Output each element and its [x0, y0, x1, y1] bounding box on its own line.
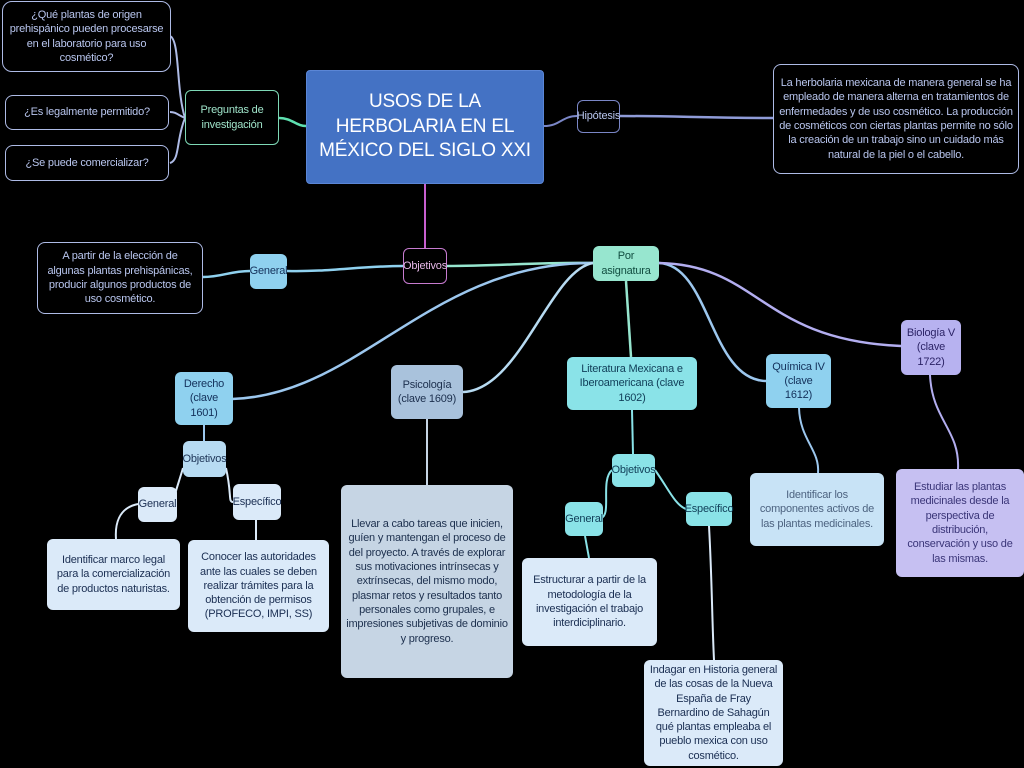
literatura-general-node[interactable]: General: [565, 502, 603, 536]
link-preguntas-q3: [169, 117, 186, 164]
objetivos-node[interactable]: Objetivos: [403, 248, 447, 284]
general-node[interactable]: General: [250, 254, 288, 289]
derecho-general-node[interactable]: General: [138, 487, 177, 522]
literatura-node[interactable]: Literatura Mexicana e Iberoamericana (cl…: [567, 357, 697, 410]
quimica-text[interactable]: Identificar los componentes activos de l…: [750, 473, 884, 546]
link-biologia-text: [929, 374, 960, 470]
hipotesis-text[interactable]: La herbolaria mexicana de manera general…: [773, 64, 1019, 174]
derecho-node[interactable]: Derecho (clave 1601): [175, 372, 233, 425]
derecho-general-text[interactable]: Identificar marco legal para la comercia…: [47, 539, 180, 610]
link-general-text-der: [114, 503, 139, 540]
link-litgeneral-text: [584, 535, 590, 559]
link-lit-objetivos: [631, 409, 634, 455]
link-litespecifico-text: [708, 525, 715, 661]
link-objetivos-general: [286, 264, 404, 273]
general-objetivo-text[interactable]: A partir de la elección de algunas plant…: [37, 242, 203, 314]
pregunta-1[interactable]: ¿Qué plantas de origen prehispánico pued…: [2, 1, 171, 72]
pregunta-2[interactable]: ¿Es legalmente permitido?: [5, 95, 169, 130]
preguntas-investigacion-node[interactable]: Preguntas de investigación: [185, 90, 279, 145]
hipotesis-node[interactable]: Hipótesis: [577, 100, 620, 133]
biologia-node[interactable]: Biología V (clave 1722): [901, 320, 961, 375]
quimica-node[interactable]: Química IV (clave 1612): [766, 354, 831, 408]
link-asig-derecho: [231, 261, 594, 401]
link-quimica-text: [798, 407, 820, 474]
por-asignatura-node[interactable]: Por asignatura: [593, 246, 659, 281]
link-preguntas-q2: [169, 111, 186, 119]
psicologia-node[interactable]: Psicología (clave 1609): [391, 365, 463, 419]
link-general-text: [202, 269, 251, 279]
literatura-objetivos-node[interactable]: Objetivos: [611, 454, 656, 487]
link-asig-psicologia: [462, 261, 594, 394]
link-litobj-especifico: [654, 469, 687, 510]
literatura-especifico-node[interactable]: Específico: [685, 492, 734, 526]
psicologia-text[interactable]: Llevar a cabo tareas que inicien, guíen …: [341, 485, 513, 678]
link-main-preguntas: [278, 116, 307, 128]
literatura-especifico-text[interactable]: Indagar en Historia general de las cosas…: [644, 660, 783, 766]
link-main-hipotesis: [543, 115, 578, 127]
derecho-especifico-text[interactable]: Conocer las autoridades ante las cuales …: [188, 540, 329, 632]
biologia-text[interactable]: Estudiar las plantas medicinales desde l…: [896, 469, 1024, 577]
main-title-node[interactable]: USOS DE LA HERBOLARIA EN EL MÉXICO DEL S…: [306, 70, 544, 184]
link-obj-especifico: [225, 467, 234, 503]
literatura-general-text[interactable]: Estructurar a partir de la metodología d…: [522, 558, 657, 646]
link-asig-literatura: [624, 280, 633, 358]
derecho-especifico-node[interactable]: Específico: [233, 484, 282, 520]
link-preguntas-q1: [169, 35, 186, 119]
link-hipotesis-text: [619, 114, 774, 120]
link-asig-quimica: [658, 261, 767, 383]
pregunta-3[interactable]: ¿Se puede comercializar?: [5, 145, 169, 181]
link-asig-biologia: [658, 261, 902, 348]
link-litobj-general: [600, 469, 613, 519]
derecho-objetivos-node[interactable]: Objetivos: [182, 441, 227, 477]
